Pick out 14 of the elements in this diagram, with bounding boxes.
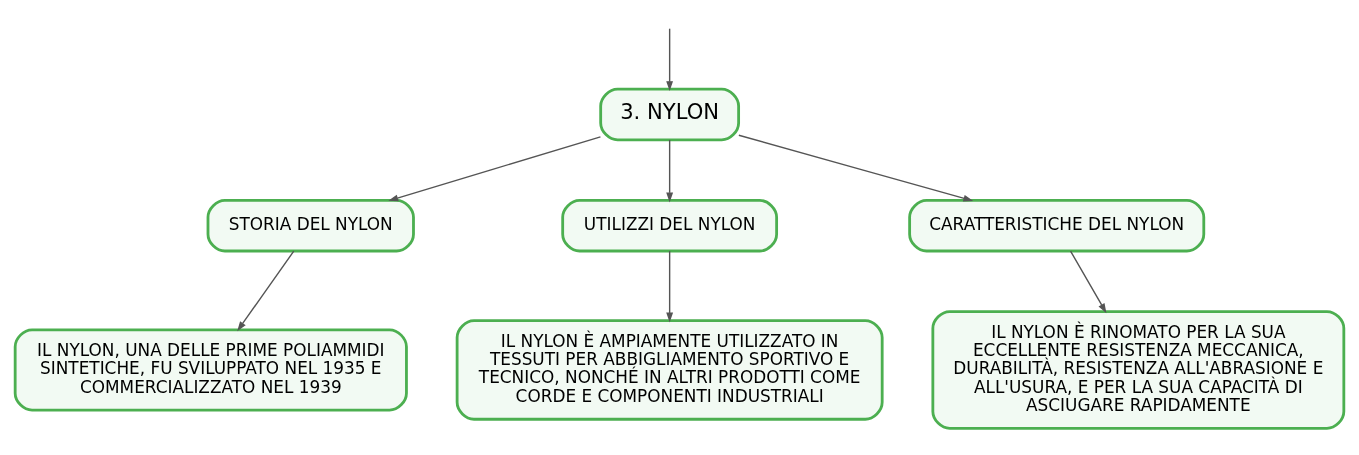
arrow — [1069, 249, 1107, 313]
node-box: IL NYLON È RINOMATO PER LA SUA ECCELLENTE RESISTENZA MECCANICA, DURABILITÀ, RESISTENZA ALL'ABRASIONE E ALL'USURA, E PER LA SUA CAPACITÀ DI ASCIUGARE RAPIDAMENTE — [931, 309, 1346, 430]
node-box: UTILIZZI DEL NYLON — [561, 198, 779, 252]
arrow — [666, 27, 674, 91]
arrow — [388, 135, 602, 201]
arrow — [738, 134, 974, 202]
node-box: IL NYLON, UNA DELLE PRIME POLIAMMIDI SINTETICHE, FU SVILUPPATO NEL 1935 E COMMERCIALIZZATO NEL 1939 — [13, 327, 408, 411]
node-box: 3. NYLON — [599, 87, 740, 141]
arrow — [666, 138, 674, 202]
arrow — [237, 249, 295, 331]
node-box: CARATTERISTICHE DEL NYLON — [908, 198, 1206, 252]
arrow — [666, 249, 674, 322]
node-box: STORIA DEL NYLON — [206, 198, 415, 252]
node-box: IL NYLON È AMPIAMENTE UTILIZZATO IN TESSUTI PER ABBIGLIAMENTO SPORTIVO E TECNICO, NONCHÉ IN ALTRI PRODOTTI COME CORDE E COMPONENTI INDUSTRIALI — [455, 318, 884, 421]
